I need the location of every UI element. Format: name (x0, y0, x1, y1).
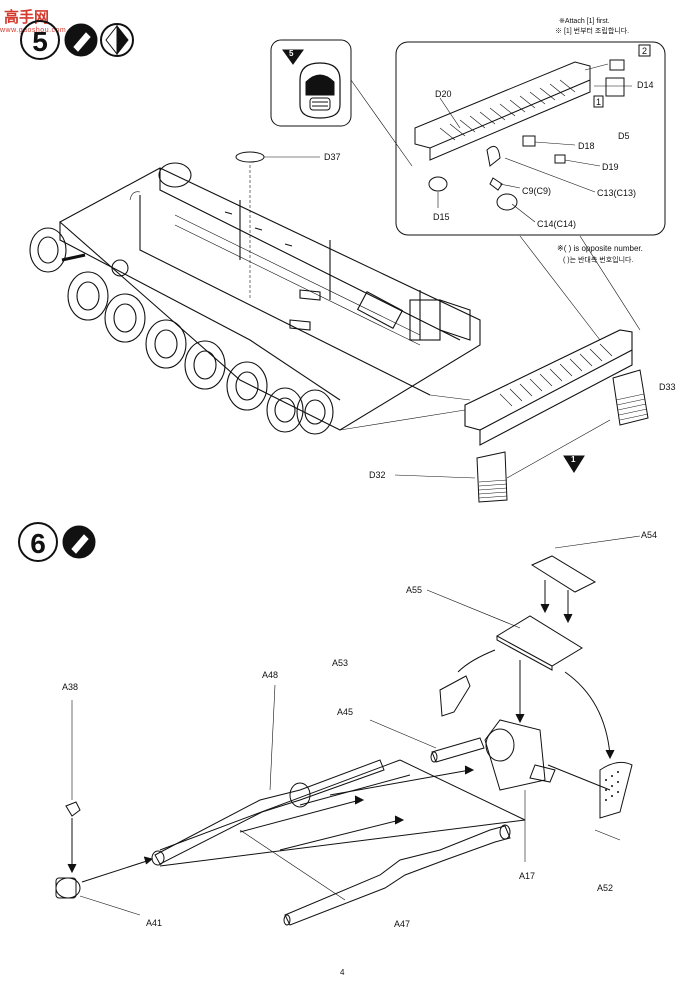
glue-icon (64, 23, 98, 57)
arrow-badge-triangle (563, 455, 585, 473)
hull-chassis (59, 167, 481, 431)
note-attach-first-kr: ※ [1] 번부터 조립합니다. (555, 28, 630, 35)
part-label-a52: A52 (597, 883, 614, 893)
part-label-d14: D14 (637, 80, 654, 90)
part-label-c13: C13(C13) (597, 188, 637, 198)
part-a17 (484, 719, 611, 862)
part-label-d33: D33 (659, 382, 676, 392)
step-number-6: 6 (18, 522, 58, 562)
page-number: 4 (340, 968, 345, 977)
part-label-d19: D19 (602, 162, 619, 172)
part-label-a41: A41 (146, 918, 163, 928)
gun-mantlet-plates (426, 535, 641, 724)
note-attach-first: ※Attach [1] first. (559, 18, 610, 25)
part-label-d15: D15 (433, 212, 450, 222)
part-label-d37: D37 (324, 152, 341, 162)
part-label-a55: A55 (406, 585, 423, 595)
part-label-a48: A48 (262, 670, 279, 680)
gun-barrel (151, 684, 526, 926)
detail-inset-frame (395, 41, 666, 236)
part-label-a38: A38 (62, 682, 79, 692)
part-label-c14: C14(C14) (537, 219, 577, 229)
part-label-a53: A53 (332, 658, 349, 668)
both-sides-icon (100, 23, 134, 57)
sub-marker-box-1 (593, 95, 604, 108)
a53-arrow (457, 649, 496, 673)
part-label-d5: D5 (618, 131, 630, 141)
part-label-d18: D18 (578, 141, 595, 151)
part-label-d20: D20 (435, 89, 452, 99)
part-label-a47: A47 (394, 919, 411, 929)
turret-ring-detail (299, 62, 341, 119)
sponson-rail-detail (414, 59, 632, 223)
turret-ring-inset (270, 39, 352, 127)
parts-a38-a41 (55, 700, 154, 916)
part-label-c9: C9(C9) (522, 186, 552, 196)
part-label-d32: D32 (369, 470, 386, 480)
sub-marker-1: 1 (596, 97, 602, 107)
step-number-5: 5 (20, 20, 60, 60)
part-a53 (439, 675, 471, 717)
road-wheels (29, 162, 334, 435)
part-label-a17: A17 (519, 871, 536, 881)
part-label-a45: A45 (337, 707, 354, 717)
part-label-a54: A54 (641, 530, 658, 540)
sub-marker-2: 2 (642, 46, 648, 56)
part-a45 (369, 719, 485, 763)
glue-icon-step6 (62, 525, 96, 559)
sponson-rail-main (339, 329, 633, 446)
part-a52 (564, 671, 633, 819)
note-opposite-number: ※( ) is opposite number. (557, 244, 643, 253)
part-d37-cap (235, 151, 265, 163)
note-opposite-number-kr: ( )는 반대측 번호입니다. (563, 257, 634, 264)
mud-flaps (394, 369, 649, 503)
turret-badge-label: 5 (289, 49, 294, 58)
arrow-badge-label: 1 (571, 455, 576, 464)
step-badge-triangle (282, 49, 304, 65)
sub-marker-box-2 (638, 44, 651, 57)
